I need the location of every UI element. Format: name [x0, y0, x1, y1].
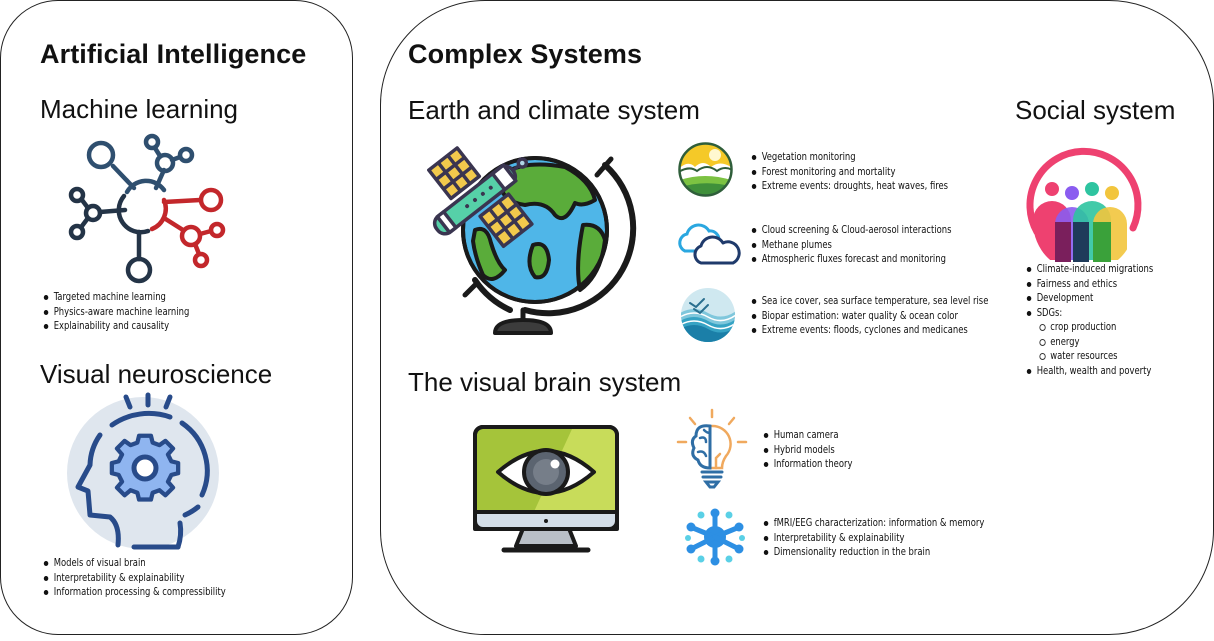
- sub-list-item: energy: [1025, 335, 1153, 350]
- ai-panel-title: Artificial Intelligence: [40, 39, 307, 69]
- list-item: Atmospheric fluxes forecast and monitori…: [750, 252, 952, 267]
- machine-learning-heading: Machine learning: [40, 94, 239, 124]
- list-item: Information processing & compressibility: [42, 585, 226, 600]
- globe-satellite-icon: [427, 146, 637, 335]
- social-list: Climate-induced migrations Fairness and …: [1025, 262, 1153, 378]
- list-item: Biopar estimation: water quality & ocean…: [750, 309, 988, 324]
- earth-climate-heading: Earth and climate system: [408, 95, 700, 125]
- list-item: Interpretability & explainability: [42, 571, 226, 586]
- landscape-sun-icon: [678, 142, 733, 197]
- list-item: Interpretability & explainability: [762, 531, 984, 546]
- visual-brain-heading: The visual brain system: [408, 367, 682, 397]
- brain-model-list: Human camera Hybrid models Information t…: [762, 428, 852, 472]
- head-gear-icon: [67, 392, 219, 550]
- monitor-eye-icon: [473, 425, 619, 553]
- list-item: Vegetation monitoring: [750, 150, 948, 165]
- list-item: Models of visual brain: [42, 556, 226, 571]
- list-item: Health, wealth and poverty: [1025, 364, 1153, 379]
- people-group-icon: [1026, 147, 1142, 262]
- list-item: Human camera: [762, 428, 852, 443]
- clouds-icon: [678, 223, 741, 265]
- visual-neuroscience-list: Models of visual brain Interpretability …: [42, 556, 226, 600]
- brain-measurement-list: fMRI/EEG characterization: information &…: [762, 516, 984, 560]
- vegetation-list: Vegetation monitoring Forest monitoring …: [750, 150, 948, 194]
- list-item: Fairness and ethics: [1025, 277, 1153, 292]
- neuron-icon: [685, 508, 745, 566]
- social-system-heading: Social system: [1015, 95, 1176, 125]
- list-item: Explainability and causality: [42, 319, 189, 334]
- list-item: Methane plumes: [750, 238, 952, 253]
- list-item: Dimensionality reduction in the brain: [762, 545, 984, 560]
- list-item: SDGs:: [1025, 306, 1153, 321]
- ocean-list: Sea ice cover, sea surface temperature, …: [750, 294, 988, 338]
- ocean-waves-icon: [681, 288, 735, 342]
- list-item: Cloud screening & Cloud-aerosol interact…: [750, 223, 952, 238]
- machine-learning-list: Targeted machine learning Physics-aware …: [42, 290, 189, 334]
- list-item: Information theory: [762, 457, 852, 472]
- list-item: Forest monitoring and mortality: [750, 165, 948, 180]
- list-item: Hybrid models: [762, 443, 852, 458]
- list-item: Development: [1025, 291, 1153, 306]
- sub-list-item: water resources: [1025, 349, 1153, 364]
- list-item: Extreme events: floods, cyclones and med…: [750, 323, 988, 338]
- cs-panel-title: Complex Systems: [408, 39, 643, 69]
- visual-neuroscience-heading: Visual neuroscience: [40, 359, 273, 389]
- brain-bulb-icon: [676, 408, 748, 489]
- list-item: Climate-induced migrations: [1025, 262, 1153, 277]
- list-item: fMRI/EEG characterization: information &…: [762, 516, 984, 531]
- list-item: Sea ice cover, sea surface temperature, …: [750, 294, 988, 309]
- list-item: Targeted machine learning: [42, 290, 189, 305]
- atmosphere-list: Cloud screening & Cloud-aerosol interact…: [750, 223, 952, 267]
- list-item: Extreme events: droughts, heat waves, fi…: [750, 179, 948, 194]
- sub-list-item: crop production: [1025, 320, 1153, 335]
- neural-network-icon: [68, 133, 226, 284]
- list-item: Physics-aware machine learning: [42, 305, 189, 320]
